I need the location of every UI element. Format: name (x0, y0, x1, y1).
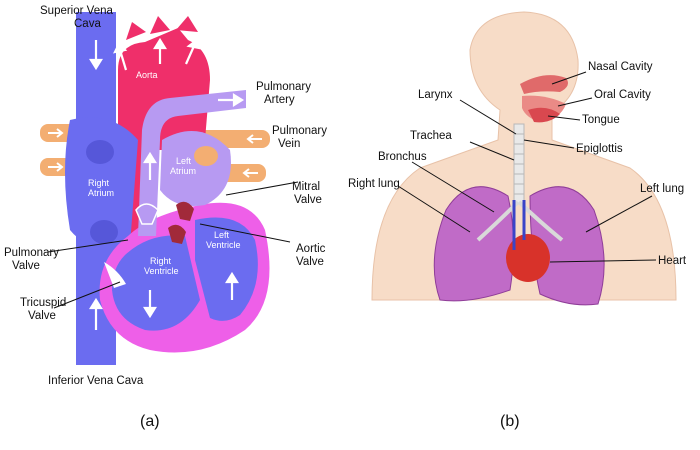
right-ventricle-label-line2: Ventricle (144, 266, 179, 276)
nasal-cavity-label: Nasal Cavity (588, 61, 653, 73)
left-atrium-label: Left Atrium (170, 156, 196, 176)
superior-vena-cava-label: Superior Vena Cava (40, 5, 116, 30)
right-lung-label: Right lung (348, 178, 400, 190)
heart-organ-shape (506, 234, 550, 282)
heart-diagram: Aorta Left Atrium Right Atrium Left Vent… (4, 5, 330, 430)
right-atrium-label-line1: Right (88, 178, 110, 188)
tongue-label: Tongue (582, 114, 620, 126)
superior-vena-cava-label-line1: Superior Vena (40, 5, 113, 17)
aortic-valve-label: Aortic Valve (296, 243, 329, 268)
pulmonary-valve-label-line1: Pulmonary (4, 247, 59, 259)
mitral-valve-label-line2: Valve (294, 194, 322, 206)
pulmonary-vein-label-line1: Pulmonary (272, 125, 327, 137)
mitral-valve-label: Mitral Valve (292, 181, 323, 206)
trachea-label: Trachea (410, 130, 452, 142)
heart-caption: (a) (140, 413, 160, 430)
tricuspid-valve-shape (104, 262, 126, 288)
pulmonary-vein-label: Pulmonary Vein (272, 125, 330, 150)
tongue-shape (528, 107, 560, 123)
tricuspid-valve-label-line2: Valve (28, 310, 56, 322)
pulmonary-valve-shape (135, 203, 159, 225)
mitral-valve-shape (176, 201, 194, 221)
tricuspid-valve-label: Tricuspid Valve (20, 297, 69, 322)
aortic-valve-label-line2: Valve (296, 256, 324, 268)
right-atrium-label-line2: Atrium (88, 188, 114, 198)
heart-leader-lines (47, 181, 299, 309)
right-ventricle-label-line1: Right (150, 256, 172, 266)
right-ventricle-label: Right Ventricle (144, 256, 179, 276)
flow-arrows (89, 37, 245, 330)
left-atrium-label-line2: Atrium (170, 166, 196, 176)
bronchus-label: Bronchus (378, 151, 427, 163)
left-ventricle-label: Left Ventricle (206, 230, 241, 250)
respiratory-caption: (b) (500, 413, 520, 430)
respiratory-diagram: Nasal Cavity Oral Cavity Tongue Larynx T… (348, 11, 687, 430)
inferior-vena-cava-label: Inferior Vena Cava (48, 375, 144, 387)
pulmonary-vein-label-line2: Vein (278, 138, 300, 150)
left-lung-label: Left lung (640, 183, 684, 195)
epiglottis-label: Epiglottis (576, 143, 623, 155)
aorta-label: Aorta (136, 70, 158, 80)
superior-vena-cava-label-line2: Cava (74, 18, 101, 30)
right-atrium (65, 117, 138, 248)
tricuspid-valve-label-line1: Tricuspid (20, 297, 66, 309)
right-atrium-label: Right Atrium (88, 178, 114, 198)
heart-label: Heart (658, 255, 687, 267)
aortic-valve-label-line1: Aortic (296, 243, 326, 255)
nasal-cavity-shape (520, 75, 568, 94)
pulmonary-valve-label: Pulmonary Valve (4, 247, 62, 272)
left-ventricle-label-line2: Ventricle (206, 240, 241, 250)
pulmonary-artery-label-line2: Artery (264, 94, 295, 106)
oral-cavity-label: Oral Cavity (594, 89, 651, 101)
pulmonary-artery-label: Pulmonary Artery (256, 81, 314, 106)
respiratory-leader-lines (397, 71, 657, 263)
left-atrium-label-line1: Left (176, 156, 192, 166)
right-ventricle (112, 235, 200, 331)
mitral-valve-label-line1: Mitral (292, 181, 320, 193)
aortic-valve-shape (168, 224, 186, 244)
left-ventricle (195, 217, 258, 321)
pulmonary-valve-label-line2: Valve (12, 260, 40, 272)
pulmonary-artery-label-line1: Pulmonary (256, 81, 311, 93)
larynx-label: Larynx (418, 89, 453, 101)
left-ventricle-label-line1: Left (214, 230, 230, 240)
